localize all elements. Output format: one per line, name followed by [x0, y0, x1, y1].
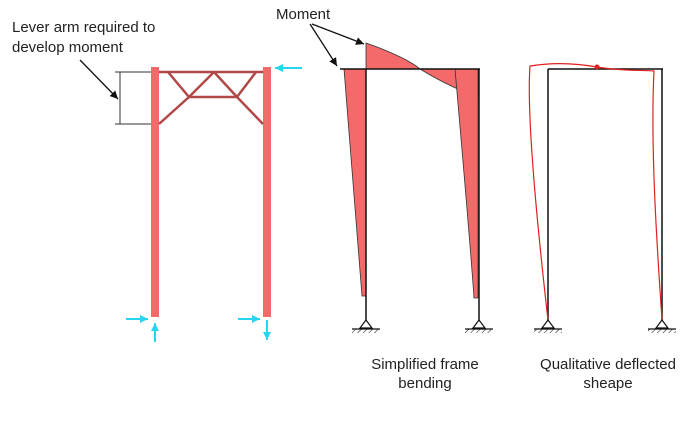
lever-arm-dimension: [115, 71, 152, 125]
bending-frame-members: [340, 68, 480, 320]
left-column: [151, 67, 159, 317]
moment-pointer-column: [309, 23, 338, 67]
deflected-right-support: [648, 319, 676, 333]
right-column-moment: [454, 68, 479, 299]
bending-frame: Moment Simplified frame bending: [276, 6, 493, 392]
bending-left-support: [352, 319, 380, 333]
deflected-shape-curve: [528, 63, 663, 321]
deflected-left-support: [534, 319, 562, 333]
braced-frame: Lever arm required to develop moment: [12, 19, 302, 342]
bending-caption-line2: bending: [398, 375, 451, 392]
deflected-caption-line2: sheape: [583, 375, 632, 392]
right-column: [263, 67, 271, 317]
lever-arm-pointer: [79, 59, 119, 100]
left-column-moment: [343, 68, 367, 297]
truss-bracing: [158, 70, 264, 125]
bending-caption-line1: Simplified frame: [371, 356, 479, 373]
deflected-frame: Qualitative deflected sheape: [528, 63, 676, 392]
lever-arm-label-line1: Lever arm required to: [12, 19, 155, 36]
undeflected-frame-members: [547, 68, 663, 320]
bending-right-support: [465, 319, 493, 333]
deflected-caption-line1: Qualitative deflected: [540, 356, 676, 373]
moment-pointer-beam: [311, 23, 365, 45]
inflection-point: [594, 64, 600, 70]
beam-moment-left: [365, 42, 422, 70]
applied-forces: [126, 64, 302, 342]
moment-label: Moment: [276, 6, 331, 23]
lever-arm-label-line2: develop moment: [12, 39, 124, 56]
